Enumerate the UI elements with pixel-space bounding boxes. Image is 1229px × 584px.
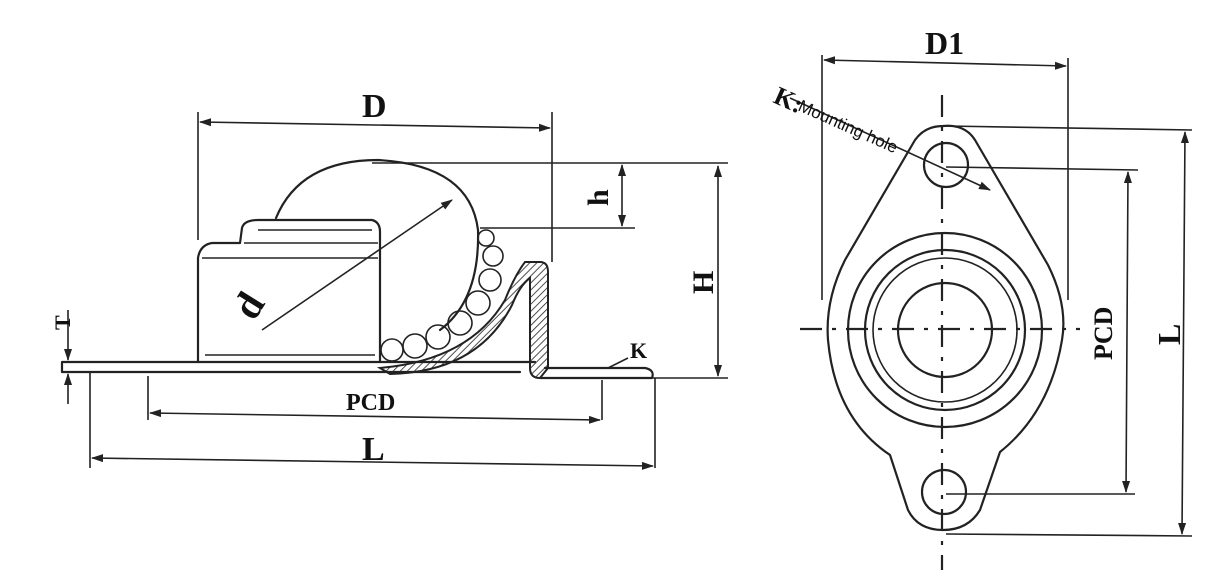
K-leader <box>607 357 629 369</box>
label-K: K <box>630 338 647 363</box>
label-D1: D1 <box>925 25 964 61</box>
label-T: T <box>50 315 75 330</box>
PCD-top-dimension-line <box>1122 171 1132 493</box>
flange-section <box>376 261 549 380</box>
label-D: D <box>362 88 387 125</box>
label-PCD-top: PCD <box>1089 307 1118 360</box>
PCD-dimension-line <box>149 409 601 424</box>
label-PCD: PCD <box>346 390 395 416</box>
mounting-hole-bottom <box>920 468 968 516</box>
label-K-mounting-hole: Mounting hole <box>795 96 900 157</box>
label-L: L <box>362 431 385 468</box>
side-view: D h H d T K PCD L <box>50 88 728 470</box>
main-ball <box>274 158 480 332</box>
label-h: h <box>582 189 615 206</box>
label-L-top: L <box>1151 324 1187 345</box>
base-plate-right <box>538 366 654 380</box>
top-view: D1 K: Mounting hole PCD L <box>770 25 1193 570</box>
L-top-dimension-line <box>1178 131 1189 535</box>
base-plate <box>60 360 537 374</box>
L-dimension-line <box>91 454 654 470</box>
D-dimension-line <box>199 118 551 132</box>
label-d: d <box>223 284 273 327</box>
small-balls <box>380 229 504 362</box>
mounting-hole-top <box>922 141 970 189</box>
label-H: H <box>687 271 720 294</box>
d-dimension-line <box>261 199 453 331</box>
D1-dimension-line <box>823 56 1067 70</box>
housing-body <box>196 218 382 364</box>
housing-ridge <box>202 229 378 259</box>
K-leader-line <box>789 97 991 191</box>
